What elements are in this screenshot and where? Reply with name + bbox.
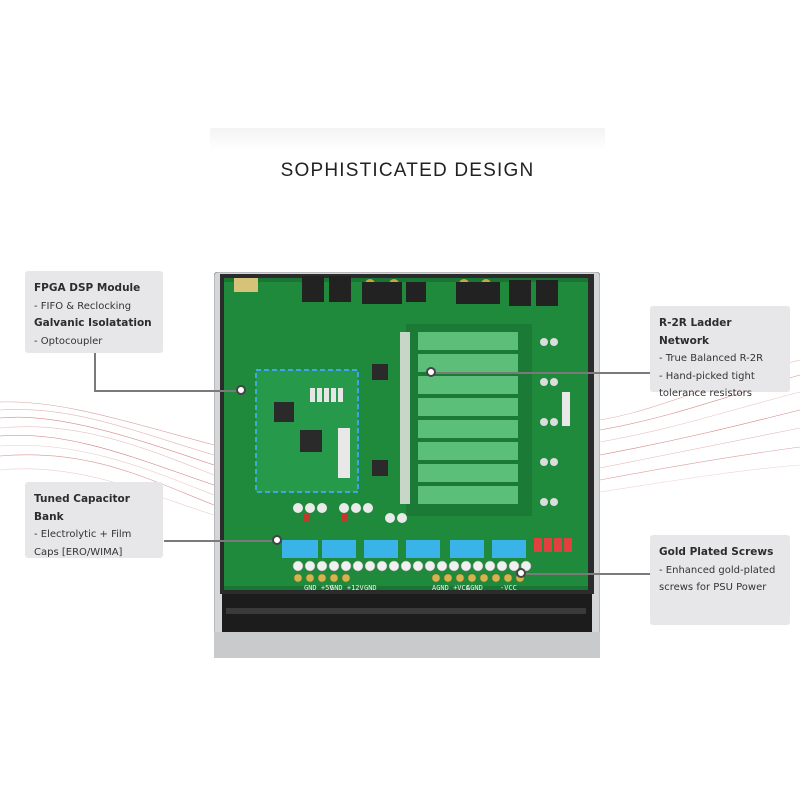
screws-marker-dot	[516, 568, 526, 578]
ladder-callout: R-2R Ladder Network - True Balanced R-2R…	[650, 306, 790, 399]
fpga-marker-dot	[236, 385, 246, 395]
dac-board-image: GND +5V GND +12V GND AGND +VCC AGND -VCC	[214, 272, 600, 658]
capacitor-callout-detail-1: - Electrolytic + Film	[34, 529, 132, 540]
fpga-callout: FPGA DSP Module - FIFO & Reclocking Galv…	[25, 271, 163, 353]
screws-callout-detail-1: - Enhanced gold-plated	[659, 564, 776, 576]
board-label-agnd: AGND	[466, 584, 483, 592]
isolation-callout-detail: - Optocoupler	[34, 335, 103, 347]
ladder-callout-heading: R-2R Ladder Network	[659, 317, 732, 347]
isolation-callout-heading: Galvanic Isolatation	[34, 317, 152, 329]
ladder-leader-line	[432, 372, 650, 374]
screws-callout-heading: Gold Plated Screws	[659, 546, 774, 558]
capacitor-callout: Tuned Capacitor Bank - Electrolytic + Fi…	[25, 482, 163, 558]
fpga-leader-line-h	[94, 390, 242, 392]
board-label-gnd-5v: GND +5V	[304, 584, 334, 592]
fpga-callout-heading: FPGA DSP Module	[34, 282, 141, 294]
capacitor-leader-line	[164, 540, 276, 542]
screws-leader-line	[522, 573, 650, 575]
capacitor-callout-heading: Tuned Capacitor Bank	[34, 493, 130, 523]
capacitor-marker-dot	[272, 535, 282, 545]
board-label-gnd-12v: GND +12V	[330, 584, 365, 592]
ladder-callout-detail-3: tolerance resistors	[659, 388, 752, 399]
fpga-callout-detail: - FIFO & Reclocking	[34, 300, 132, 312]
capacitor-callout-detail-2: Caps [ERO/WIMA]	[34, 546, 123, 558]
board-label-vcc: -VCC	[500, 584, 517, 592]
board-label-gnd: GND	[364, 584, 377, 592]
ladder-callout-detail-2: - Hand-picked tight	[659, 370, 755, 382]
ladder-callout-detail-1: - True Balanced R-2R	[659, 353, 764, 364]
top-decorative-bar	[210, 128, 605, 150]
board-label-agnd-vcc: AGND +VCC	[432, 584, 470, 592]
fpga-leader-line-v	[94, 353, 96, 391]
screws-callout: Gold Plated Screws - Enhanced gold-plate…	[650, 535, 790, 625]
ladder-marker-dot	[426, 367, 436, 377]
screws-callout-detail-2: screws for PSU Power	[659, 582, 767, 593]
page-title: SOPHISTICATED DESIGN	[280, 160, 535, 181]
